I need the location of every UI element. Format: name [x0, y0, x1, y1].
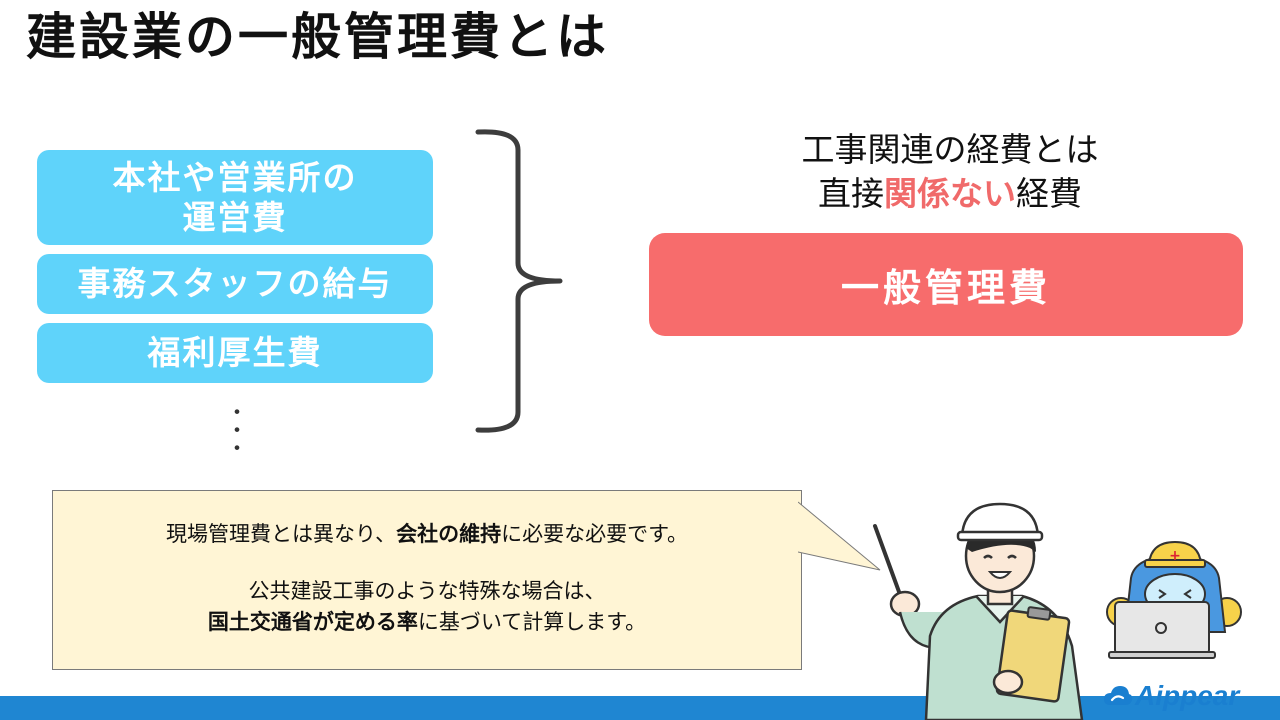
caption-line-2: 直接関係ない経費 [818, 174, 1082, 213]
cloud-logo-icon [1104, 686, 1133, 705]
item-box-head-office-costs: 本社や営業所の 運営費 [37, 150, 433, 245]
curly-brace-icon [475, 129, 563, 433]
note-line-2: 公共建設工事のような特殊な場合は、 [248, 579, 606, 603]
item-text: 事務スタッフの給与 [77, 264, 393, 303]
speech-bubble: 現場管理費とは異なり、会社の維持に必要な必要です。 公共建設工事のような特殊な場… [52, 490, 802, 670]
caption: 工事関連の経費とは 直接関係ない経費 [700, 128, 1200, 216]
ellipsis-vertical: ・ ・ ・ [226, 401, 249, 462]
speech-bubble-tail-icon [798, 501, 881, 571]
item-text: 運営費 [182, 197, 288, 237]
svg-text:+: + [1169, 548, 1181, 564]
item-box-welfare: 福利厚生費 [37, 323, 433, 383]
note-line-3: 国土交通省が定める率に基づいて計算します。 [207, 610, 647, 634]
result-box-general-admin-cost: 一般管理費 [649, 233, 1243, 336]
brand-logo: Aippear [1103, 676, 1239, 716]
caption-line-1: 工事関連の経費とは [801, 130, 1099, 169]
item-box-staff-salary: 事務スタッフの給与 [37, 254, 433, 314]
note-line-1: 現場管理費とは異なり、会社の維持に必要な必要です。 [165, 522, 689, 546]
page-title: 建設業の一般管理費とは [26, 8, 609, 66]
mascot-robot-illustration-icon: + [1106, 540, 1242, 659]
logo-text: Aippear [1135, 680, 1240, 711]
item-text: 本社や営業所の [112, 157, 358, 197]
caption-highlight: 関係ない [884, 174, 1016, 213]
item-text: 福利厚生費 [147, 333, 323, 372]
construction-worker-illustration-icon [873, 502, 1084, 720]
